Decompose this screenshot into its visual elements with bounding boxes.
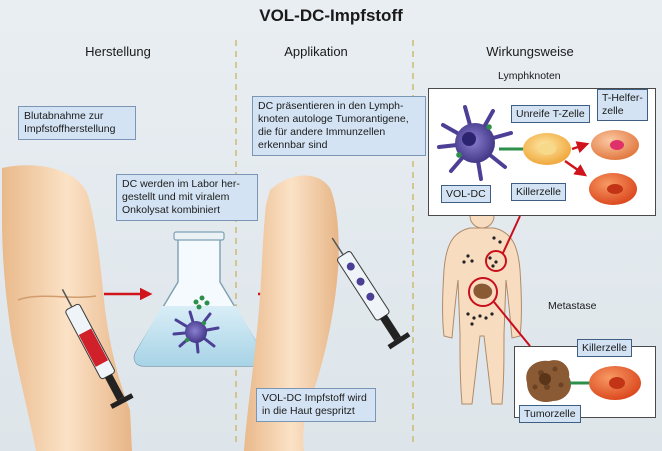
note-line: Blutabnahme zur bbox=[24, 110, 104, 122]
label-killerzelle-lymph: Killerzelle bbox=[511, 183, 566, 201]
note-line: knoten autologe Tumorantigene, bbox=[258, 113, 409, 125]
note-labor: DC werden im Labor her- gestellt und mit… bbox=[116, 174, 258, 221]
lymph-node-panel: Unreife T-Zelle T-Helfer- zelle VOL-DC K… bbox=[428, 88, 656, 216]
label-vol-dc: VOL-DC bbox=[441, 185, 491, 203]
label-tumorzelle: Tumorzelle bbox=[519, 405, 581, 423]
metastasis-art bbox=[526, 360, 641, 403]
syringe-icon bbox=[61, 289, 134, 409]
page-title: VOL-DC-Impfstoff bbox=[259, 6, 403, 25]
note-line: gestellt und mit viralem bbox=[122, 191, 230, 203]
upper-arm-icon bbox=[244, 175, 339, 451]
label-line: T-Helfer- bbox=[602, 92, 643, 104]
dendritic-cell-icon bbox=[437, 105, 513, 181]
label-metastase: Metastase bbox=[548, 300, 597, 312]
label-unreife-t-zelle: Unreife T-Zelle bbox=[511, 105, 590, 123]
note-impfung: VOL-DC Impfstoff wird in die Haut gespri… bbox=[256, 388, 376, 422]
metastasis-panel: Killerzelle Tumorzelle bbox=[514, 339, 656, 423]
label-t-helferzelle: T-Helfer- zelle bbox=[597, 89, 648, 121]
t-helper-cell-icon bbox=[591, 130, 639, 160]
red-arrow-icon bbox=[564, 159, 588, 177]
note-line: DC präsentieren in den Lymph- bbox=[258, 100, 404, 112]
connector-line bbox=[493, 301, 531, 347]
killer-cell-icon bbox=[589, 366, 641, 400]
lymph-node-art bbox=[437, 105, 639, 205]
syringe-icon bbox=[331, 237, 411, 350]
note-line: die für andere Immunzellen bbox=[258, 126, 386, 138]
note-line: Impfstoffherstellung bbox=[24, 123, 116, 135]
metastasis-highlight bbox=[468, 277, 498, 307]
note-line: VOL-DC Impfstoff wird bbox=[262, 392, 367, 404]
note-line: erkennbar sind bbox=[258, 139, 328, 151]
note-blutabnahme: Blutabnahme zur Impfstoffherstellung bbox=[18, 106, 136, 140]
column-heading-herstellung: Herstellung bbox=[85, 44, 151, 59]
column-heading-applikation: Applikation bbox=[284, 44, 348, 59]
connector-line bbox=[502, 215, 521, 254]
label-lymphknoten: Lymphknoten bbox=[498, 70, 561, 82]
t-cell-icon bbox=[523, 133, 571, 165]
note-line: in die Haut gespritzt bbox=[262, 405, 355, 417]
dendritic-cell-icon bbox=[172, 310, 220, 354]
lymph-node-dots bbox=[462, 236, 502, 326]
red-arrow-icon bbox=[571, 141, 590, 154]
lymph-node-highlight bbox=[485, 250, 507, 272]
killer-cell-icon bbox=[589, 173, 637, 205]
note-line: DC werden im Labor her- bbox=[122, 178, 240, 190]
column-heading-wirkungsweise: Wirkungsweise bbox=[486, 44, 574, 59]
note-praesentieren: DC präsentieren in den Lymph- knoten aut… bbox=[252, 96, 426, 156]
arm-icon bbox=[2, 165, 132, 451]
tumor-cell-icon bbox=[526, 360, 572, 403]
flask-icon bbox=[133, 231, 265, 367]
note-line: Onkolysat kombiniert bbox=[122, 204, 221, 216]
metastasis-spot bbox=[473, 283, 493, 299]
label-killerzelle-meta: Killerzelle bbox=[577, 339, 632, 357]
body-silhouette-icon bbox=[442, 203, 522, 405]
label-line: zelle bbox=[602, 105, 624, 117]
